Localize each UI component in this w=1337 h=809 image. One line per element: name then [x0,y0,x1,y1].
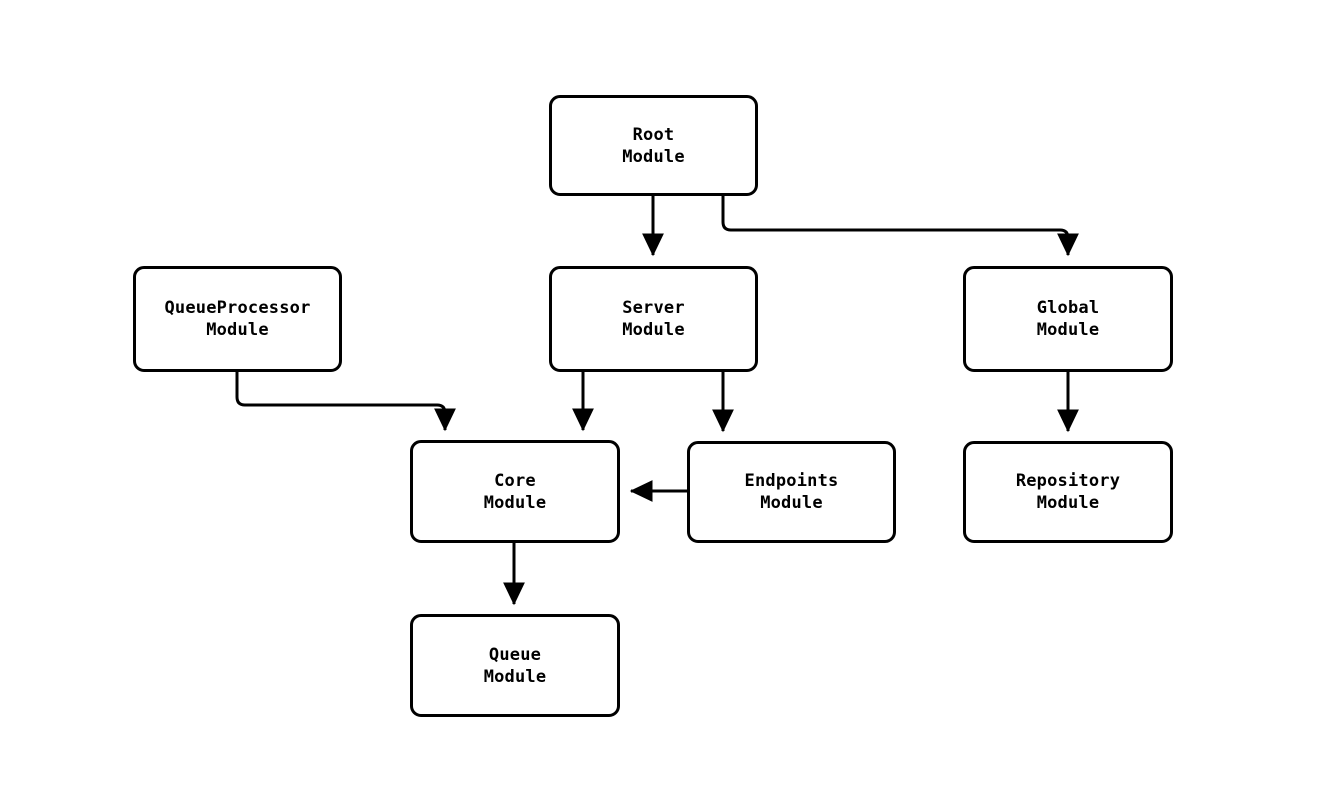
node-queueprocessor-module-line2: Module [206,320,269,340]
node-queueprocessor-module-line1: QueueProcessor [164,298,311,318]
node-endpoints-module-line2: Module [760,493,823,513]
node-queue-module-line2: Module [483,666,547,687]
node-core-module-line1: Core [494,470,536,491]
node-global-module-line1: Global [1036,298,1100,318]
node-global-module[interactable]: Global Module [963,266,1173,372]
node-core-module-line2: Module [483,492,547,513]
node-endpoints-module[interactable]: Endpoints Module [687,441,896,543]
node-server-module-line2: Module [622,320,685,340]
node-root-module[interactable]: Root Module [549,95,758,196]
node-repository-module-line2: Module [1036,493,1100,513]
node-endpoints-module-line1: Endpoints [744,471,839,491]
node-server-module[interactable]: Server Module [549,266,758,372]
node-global-module-line2: Module [1036,320,1100,340]
node-queue-module[interactable]: Queue Module [410,614,620,717]
node-root-module-line2: Module [622,146,685,167]
node-server-module-line1: Server [622,298,685,318]
node-core-module[interactable]: Core Module [410,440,620,543]
node-repository-module[interactable]: Repository Module [963,441,1173,543]
node-root-module-line1: Root [632,124,675,145]
node-repository-module-line1: Repository [1015,471,1121,491]
node-queue-module-line1: Queue [488,644,542,665]
node-queueprocessor-module[interactable]: QueueProcessor Module [133,266,342,372]
